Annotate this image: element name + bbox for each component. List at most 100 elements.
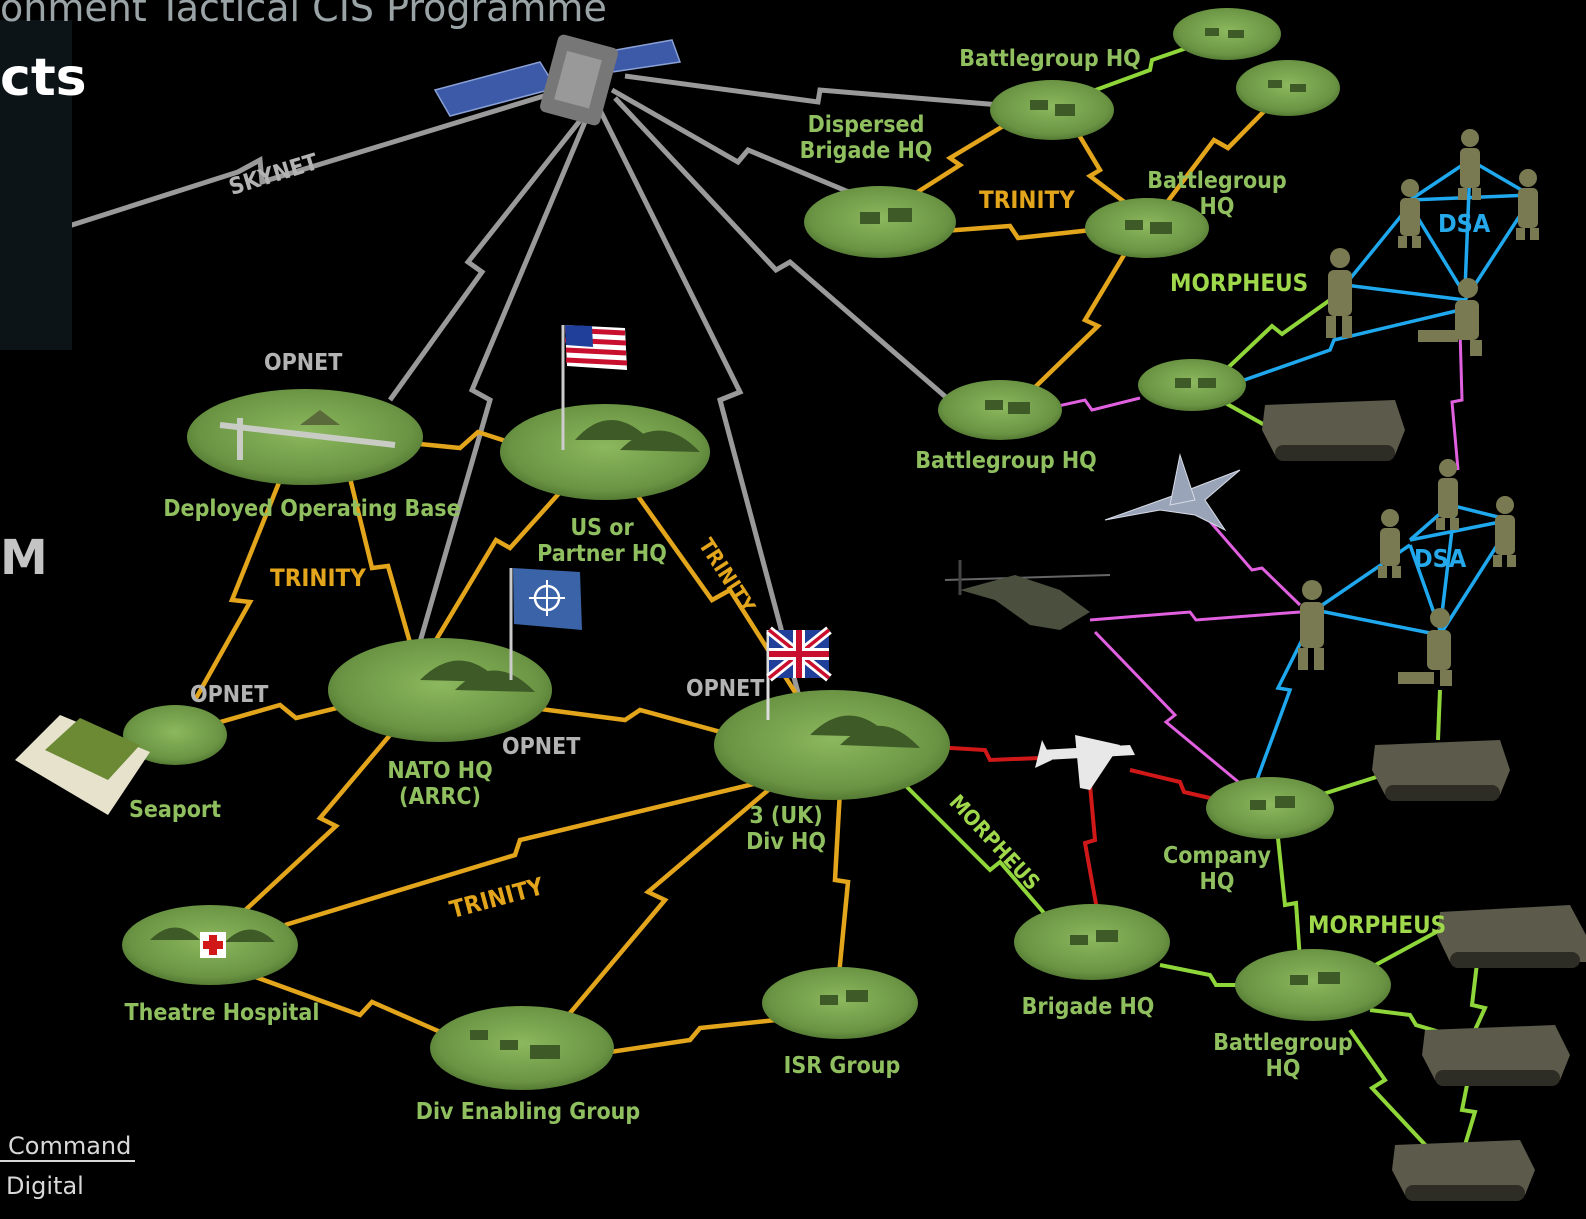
morpheus-coy-vehicle [1219, 398, 1271, 430]
label-us-partner-hq: US or Partner HQ [537, 515, 667, 568]
trinity-disp-bgr [929, 223, 1111, 241]
label-nato-hq: NATO HQ (ARRC) [387, 758, 493, 811]
node-us-partner-hq [500, 404, 710, 500]
node-details [150, 28, 1340, 1059]
label-trinity-top: TRINITY [979, 186, 1075, 214]
air-bgmid-coy [1039, 396, 1141, 412]
soldier-icon [1326, 248, 1352, 338]
dsa-links [1229, 158, 1532, 786]
footer-line-1: Command [0, 1132, 136, 1162]
label-battlegroup-hq-top: Battlegroup HQ [959, 46, 1141, 72]
label-opnet-div: OPNET [686, 676, 765, 702]
aircraft-on-base-icon [300, 410, 340, 445]
node-company-hq-top [1138, 359, 1246, 411]
morpheus-div-brigade [898, 778, 1052, 922]
label-morpheus-bottom: MORPHEUS [1308, 911, 1447, 939]
soldier-icon [1436, 459, 1459, 530]
soldier-icon [1418, 278, 1482, 356]
node-company-hq [1206, 777, 1334, 839]
label-morpheus-top: MORPHEUS [1170, 269, 1309, 297]
soldier-icon [1398, 179, 1421, 248]
trinity-deg-div [558, 778, 782, 1027]
trinity-deg-isr [589, 1015, 796, 1058]
uk-flag-icon [766, 626, 832, 720]
air-heli-coy [1093, 630, 1249, 792]
label-brigade-hq: Brigade HQ [1021, 994, 1155, 1020]
soldier-icon [1493, 496, 1516, 567]
nato-flag-icon [509, 568, 582, 680]
node-battlegroup-hq-top [990, 80, 1114, 140]
node-battlegroup-hq-bottom [1235, 949, 1391, 1021]
label-div-enabling-group: Div Enabling Group [415, 1099, 641, 1125]
uav-icon [1035, 735, 1135, 790]
node-div-hq [714, 690, 950, 800]
air-soldiers-link [1450, 329, 1464, 471]
uav-uav-brigade [1082, 784, 1100, 916]
skynet-link-bg-mid [613, 96, 957, 407]
node-nato-hq [328, 638, 552, 742]
label-company-hq: Company HQ [1163, 843, 1271, 896]
node-battlegroup-hq-top3 [1236, 60, 1340, 116]
trinity-us-div [623, 476, 802, 702]
jet-icon [1104, 453, 1241, 532]
node-div-enabling-group [430, 1006, 614, 1090]
seaport-building-icon [15, 715, 150, 815]
node-isr-group [762, 967, 918, 1039]
trinity-disp-bgtop [903, 108, 1032, 202]
morpheus-coy-soldier [1213, 298, 1332, 382]
soldier-icon [1516, 169, 1539, 240]
node-battlegroup-hq-top2 [1173, 8, 1281, 60]
morpheus-v1-v2 [1469, 954, 1488, 1031]
air-jet-soldier [1198, 509, 1302, 607]
trinity-nato-div [509, 702, 751, 743]
armoured-vehicle-icon [1262, 400, 1405, 461]
air-heli-soldier [1089, 610, 1301, 622]
satellite-icon [433, 34, 682, 126]
trinity-links [174, 93, 1282, 1058]
skynet-link-uk [49, 85, 571, 235]
trinity-bgr2-bgr [1163, 93, 1282, 207]
label-battlegroup-hq-mid: Battlegroup HQ [915, 448, 1097, 474]
label-dsa-top: DSA [1438, 209, 1491, 238]
morpheus-bgtop-bgtop2 [1089, 38, 1211, 94]
morpheus-v2-v3 [1459, 1069, 1478, 1146]
trinity-us-nato [428, 468, 582, 652]
footer-text-1: Command [8, 1132, 132, 1160]
deployed-operating-base-runway [219, 418, 396, 460]
label-battlegroup-hq-right: Battlegroup HQ [1147, 168, 1287, 221]
label-opnet-dob: OPNET [264, 350, 343, 376]
footer-line-2: Digital [0, 1172, 84, 1200]
footer-text-2: Digital [6, 1172, 84, 1200]
morpheus-brigade-bgb [1159, 963, 1250, 987]
trinity-dob-seaport [193, 479, 283, 702]
skynet-link-dob [387, 106, 592, 402]
morpheus-links [898, 38, 1488, 1152]
node-battlegroup-hq-right [1085, 198, 1209, 258]
red-cross-icon [200, 932, 226, 958]
skynet-link-div [597, 108, 803, 701]
label-opnet-nato: OPNET [502, 734, 581, 760]
page-title: onment Tactical CIS Programme [0, 0, 607, 30]
air-links [1039, 329, 1464, 792]
soldier-icon [1458, 129, 1481, 200]
soldier-icon [1398, 608, 1452, 686]
label-dsa-bottom: DSA [1414, 544, 1467, 573]
panel-heading: cts [0, 48, 87, 108]
armoured-vehicle-icon [1392, 1140, 1535, 1201]
trinity-div-isr [832, 789, 851, 986]
morpheus-bgb-v3 [1348, 1028, 1432, 1152]
label-seaport: Seaport [128, 797, 222, 823]
helicopter-icon [944, 560, 1111, 630]
skynet-link-disp [610, 87, 881, 208]
trinity-dob-nato [347, 477, 418, 661]
armoured-vehicle-icon [1372, 740, 1510, 801]
us-flag-icon [561, 325, 628, 450]
trinity-hospital-div [284, 777, 771, 928]
label-trinity-left: TRINITY [270, 564, 366, 592]
side-letter: M [0, 530, 48, 586]
trinity-bgr-bgmid [1028, 243, 1132, 394]
trinity-nato-hospital [238, 733, 392, 917]
label-opnet-seaport: OPNET [190, 682, 269, 708]
node-seaport [123, 705, 227, 765]
